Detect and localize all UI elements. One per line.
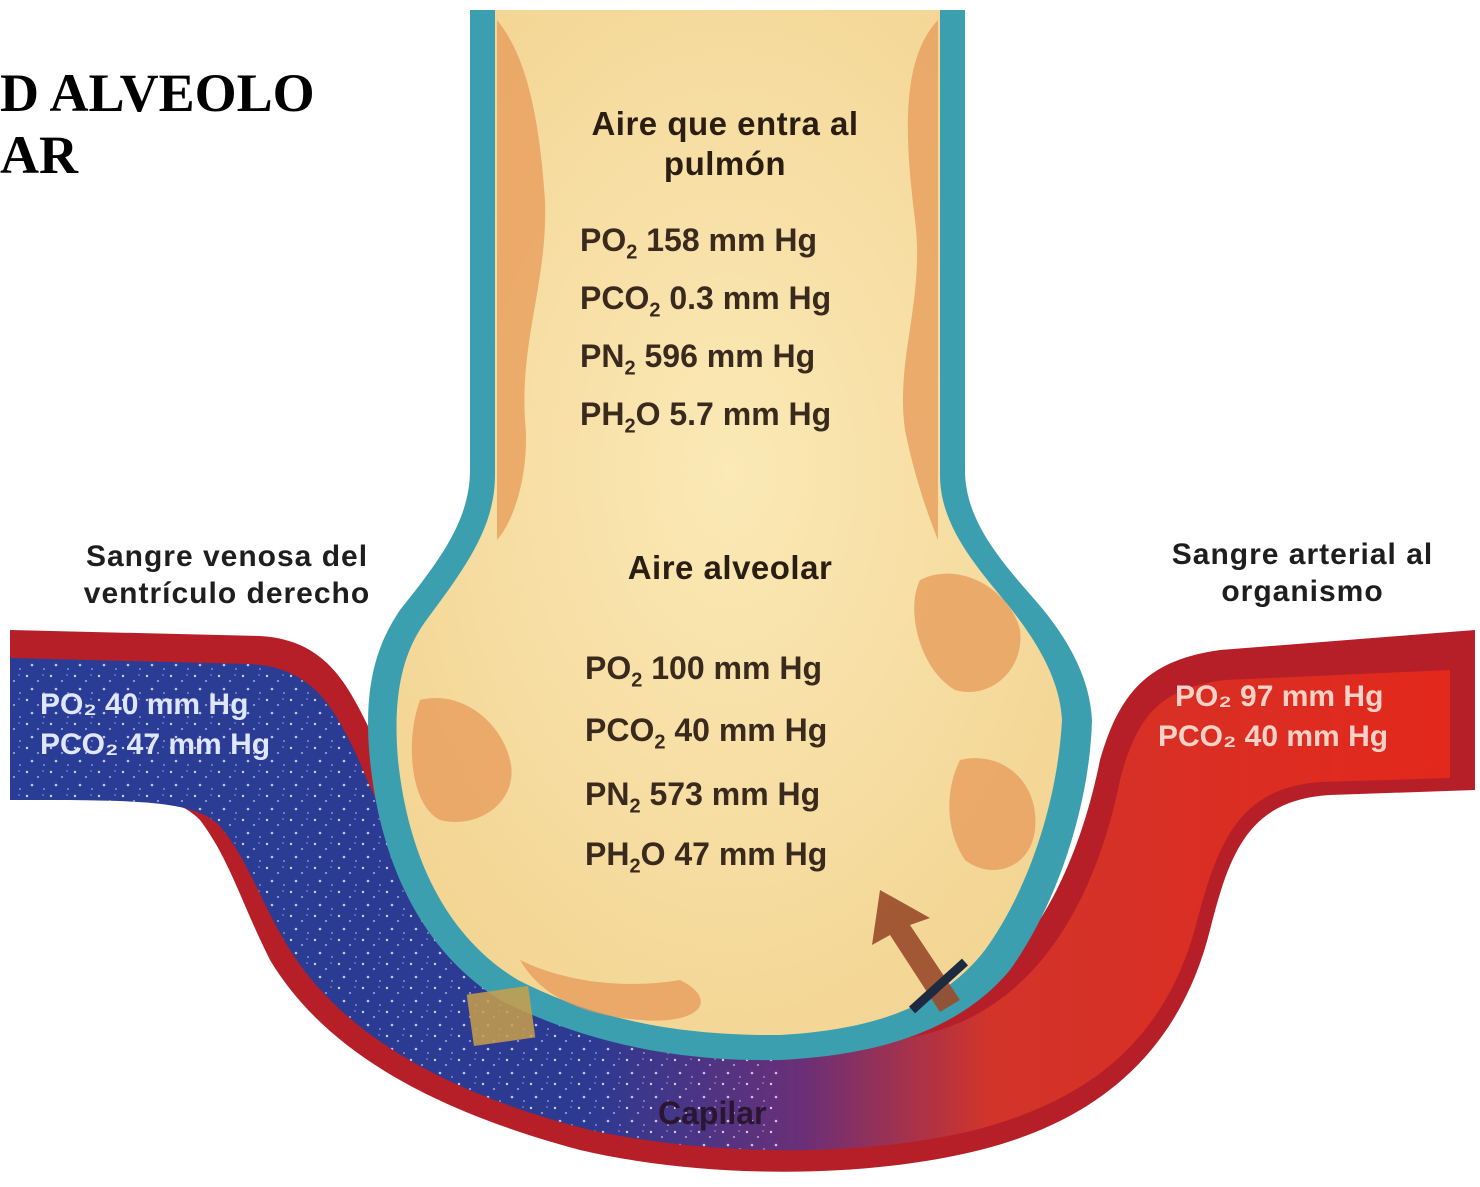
inspired-pco2: PCO2 0.3 mm Hg	[580, 280, 831, 322]
alveolar-ph2o: PH2O 47 mm Hg	[585, 836, 827, 878]
pressure-sub: 2	[649, 299, 660, 321]
inspired-air-title: Aire que entra al pulmón	[540, 104, 910, 184]
slide-title-line2: AR	[0, 124, 315, 186]
pressure-gas: O	[601, 222, 626, 258]
pressure-prefix: P	[580, 280, 601, 316]
pressure-prefix: P	[585, 650, 606, 686]
pressure-value: 40 mm Hg	[674, 712, 827, 748]
pressure-sub: 2	[654, 731, 665, 753]
diffusion-marker	[467, 986, 536, 1046]
arterial-pco2: PCO₂ 40 mm Hg	[1158, 720, 1388, 754]
pressure-prefix: P	[580, 396, 601, 432]
inspired-pn2: PN2 596 mm Hg	[580, 338, 815, 380]
arterial-label-line2: organismo	[1130, 573, 1475, 610]
pressure-value: 0.3 mm Hg	[669, 280, 831, 316]
pressure-prefix: P	[585, 776, 606, 812]
arterial-label-line1: Sangre arterial al	[1130, 536, 1475, 573]
inspired-air-title-line1: Aire que entra al	[540, 104, 910, 144]
pressure-gas: CO	[601, 280, 649, 316]
capillary-label: Capilar	[658, 1095, 766, 1132]
pressure-sub: 2	[629, 855, 640, 877]
pressure-value: 596 mm Hg	[644, 338, 815, 374]
alveolar-pco2: PCO2 40 mm Hg	[585, 712, 827, 754]
venous-po2: PO₂ 40 mm Hg	[40, 688, 248, 722]
pressure-gas: H	[606, 836, 629, 872]
pressure-sub: 2	[624, 415, 635, 437]
pressure-value: 158 mm Hg	[646, 222, 817, 258]
slide-title: D ALVEOLO AR	[0, 62, 315, 186]
pressure-value: 47 mm Hg	[674, 836, 827, 872]
alveolar-air-title: Aire alveolar	[560, 548, 900, 588]
pressure-prefix: P	[585, 836, 606, 872]
venous-pco2: PCO₂ 47 mm Hg	[40, 728, 270, 762]
inspired-air-title-line2: pulmón	[540, 144, 910, 184]
arterial-po2: PO₂ 97 mm Hg	[1175, 680, 1383, 714]
pressure-value: 5.7 mm Hg	[669, 396, 831, 432]
alveolar-pn2: PN2 573 mm Hg	[585, 776, 820, 818]
alveolar-po2: PO2 100 mm Hg	[585, 650, 822, 692]
venous-label-line2: ventrículo derecho	[32, 575, 422, 612]
pressure-sub: 2	[629, 795, 640, 817]
pressure-sub: 2	[624, 357, 635, 379]
venous-blood-label: Sangre venosa del ventrículo derecho	[32, 538, 422, 612]
pressure-sub: 2	[631, 669, 642, 691]
pressure-gas: CO	[606, 712, 654, 748]
pressure-value: 573 mm Hg	[649, 776, 820, 812]
pressure-gas: O	[606, 650, 631, 686]
pressure-gas: N	[606, 776, 629, 812]
inspired-po2: PO2 158 mm Hg	[580, 222, 817, 264]
pressure-prefix: P	[580, 222, 601, 258]
pressure-prefix: P	[585, 712, 606, 748]
inspired-ph2o: PH2O 5.7 mm Hg	[580, 396, 831, 438]
slide-title-line1: D ALVEOLO	[0, 62, 315, 124]
arterial-blood-label: Sangre arterial al organismo	[1130, 536, 1475, 610]
pressure-gas2: O	[636, 396, 661, 432]
venous-label-line1: Sangre venosa del	[32, 538, 422, 575]
pressure-prefix: P	[580, 338, 601, 374]
pressure-gas2: O	[641, 836, 666, 872]
pressure-value: 100 mm Hg	[651, 650, 822, 686]
pressure-sub: 2	[626, 241, 637, 263]
pressure-gas: H	[601, 396, 624, 432]
pressure-gas: N	[601, 338, 624, 374]
